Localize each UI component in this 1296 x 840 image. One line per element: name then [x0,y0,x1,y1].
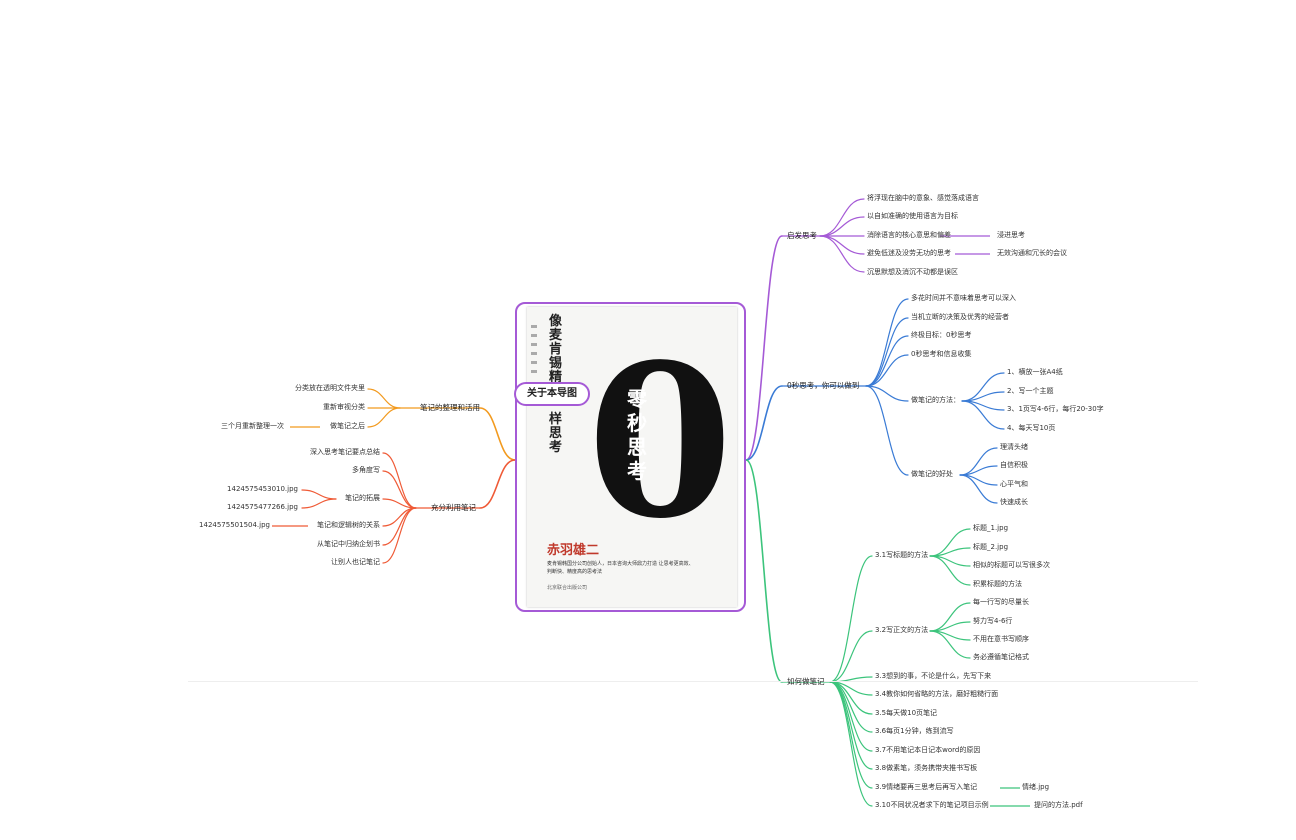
topic-fulluse-2[interactable]: 多角度写 [352,466,380,474]
connector-36 [829,681,873,807]
body-method-4[interactable]: 务必遵循笔记格式 [973,653,1029,661]
topic-fulluse-3[interactable]: 笔记的拓展 [345,494,380,502]
topic-zero[interactable]: 0秒思考，你可以做到 [787,381,860,390]
topic-qifa-1[interactable]: 将浮现在脑中的意象、感觉落成语言 [867,194,979,202]
expand-attachment-2[interactable]: 1424575477266.jpg [227,503,298,511]
topic-fulluse-6[interactable]: 让别人也记笔记 [331,558,380,566]
topic-organize-1[interactable]: 分类放在透明文件夹里 [295,384,365,392]
connector-16 [865,354,909,387]
topic-qifa-4-sub[interactable]: 无效沟通和冗长的会议 [997,249,1067,257]
expand-attachment-1[interactable]: 1424575453010.jpg [227,485,298,493]
connector-22 [961,400,1005,430]
connector-40 [929,555,971,586]
cover-publisher: 北京联合出版公司 [547,585,588,591]
method-1[interactable]: 1、横放一张A4纸 [1007,368,1063,376]
cover-author: 赤羽雄二 [547,543,600,558]
topic-zero-3[interactable]: 终极目标：0秒思考 [911,331,972,339]
body-method-1[interactable]: 每一行写的尽量长 [973,598,1029,606]
body-method-3[interactable]: 不用在意书写顺序 [973,635,1029,643]
connector-13 [865,298,909,387]
connector-9 [819,235,865,255]
title-method-1[interactable]: 标题_1.jpg [973,524,1009,532]
connector-17 [865,385,909,402]
topic-organize[interactable]: 笔记的整理和活用 [420,403,480,412]
connector-62 [301,498,337,509]
topic-qifa-3-sub[interactable]: 浸进思考 [997,231,1025,239]
connector-1 [745,385,783,461]
method-2[interactable]: 2、写一个主题 [1007,387,1054,395]
title-method-4[interactable]: 积累标题的方法 [973,580,1022,588]
book-cover-image: 像麦肯锡精英一样思考 0 零秒思考 赤羽雄二 麦肯锡韩国分公司创始人，日本咨询大… [527,307,737,607]
center-topic-label[interactable]: 关于本导图 [514,382,590,406]
topic-zero-1[interactable]: 多花时间并不意味着思考可以深入 [911,294,1016,302]
cover-blurb: 麦肯锡韩国分公司创始人，日本咨询大师鼎力打造 让思考更高效、判断快、精度高的思考… [547,561,694,575]
benefit-4[interactable]: 快速成长 [1000,498,1028,506]
connector-56 [382,470,417,509]
topic-qifa-2[interactable]: 以自如准确的使用语言为目标 [867,212,958,220]
topic-howto-4[interactable]: 3.4教你如何省略的方法，磨好粗糙行面 [875,690,999,698]
connector-59 [382,507,417,546]
topic-fulluse-1[interactable]: 深入思考笔记要点总结 [310,448,380,456]
connector-7 [819,216,865,237]
topic-organize-3[interactable]: 做笔记之后 [330,422,365,430]
cover-side-marks [531,319,541,519]
cover-title: 零秒思考 [627,387,647,483]
connector-27 [829,555,873,683]
topic-howto-2[interactable]: 3.2写正文的方法 [875,626,929,634]
benefit-1[interactable]: 理清头绪 [1000,443,1028,451]
example-attachment[interactable]: 提问的方法.pdf [1034,801,1083,809]
topic-howto-1[interactable]: 3.1写标题的方法 [875,551,929,559]
topic-howto-3[interactable]: 3.3想到的事，不论是什么，先写下来 [875,672,992,680]
connector-10 [819,235,865,273]
topic-organize-2[interactable]: 重新审视分类 [323,403,365,411]
topic-qifa-3[interactable]: 消除语言的核心意思和偏差 [867,231,951,239]
method-4[interactable]: 4、每天写10页 [1007,424,1056,432]
cover-big-zero: 0 [587,318,734,565]
topic-zero-6[interactable]: 做笔记的好处 [911,470,953,478]
connector-28 [829,630,873,683]
benefit-3[interactable]: 心平气和 [1000,480,1028,488]
connector-26 [959,474,998,504]
connector-18 [865,385,909,476]
connector-48 [479,459,516,509]
method-3[interactable]: 3、1页写4-6行，每行20-30字 [1007,405,1104,413]
connector-44 [929,630,971,659]
connector-0 [745,235,783,461]
body-method-2[interactable]: 努力写4-6行 [973,617,1013,625]
connector-47 [479,407,516,461]
topic-organize-after[interactable]: 三个月重新整理一次 [221,422,284,430]
topic-howto-8[interactable]: 3.8做素笔，须务携带夹推书写板 [875,764,978,772]
topic-howto-5[interactable]: 3.5每天做10页笔记 [875,709,938,717]
title-method-2[interactable]: 标题_2.jpg [973,543,1009,551]
connector-51 [367,388,401,409]
connector-53 [367,407,401,428]
topic-qifa-5[interactable]: 沉思默想及消沉不动都是误区 [867,268,958,276]
connector-60 [382,507,417,564]
topic-fulluse[interactable]: 充分利用笔记 [431,503,476,512]
topic-howto-6[interactable]: 3.6每页1分钟，练到流写 [875,727,954,735]
topic-fulluse-4[interactable]: 笔记和逻辑树的关系 [317,521,380,529]
topic-zero-5[interactable]: 做笔记的方法： [911,396,960,404]
topic-zero-2[interactable]: 当机立断的决策及优秀的经营者 [911,313,1009,321]
topic-howto-7[interactable]: 3.7不用笔记本日记本word的原因 [875,746,981,754]
topic-howto-9[interactable]: 3.9情绪要再三思考后再写入笔记 [875,783,978,791]
divider-line [188,681,1198,682]
connector-2 [745,459,783,683]
topic-qifa-4[interactable]: 避免低迷及没劳无功的思考 [867,249,951,257]
topic-qifa[interactable]: 启发思考 [787,231,817,240]
title-method-3[interactable]: 相似的标题可以写很多次 [973,561,1050,569]
connector-14 [865,317,909,387]
topic-howto[interactable]: 如何做笔记 [787,677,825,686]
emotion-attachment[interactable]: 情绪.jpg [1022,783,1050,791]
logic-attachment[interactable]: 1424575501504.jpg [199,521,270,529]
benefit-2[interactable]: 自信积极 [1000,461,1028,469]
topic-fulluse-5[interactable]: 从笔记中归纳企划书 [317,540,380,548]
topic-zero-4[interactable]: 0秒思考和信息收集 [911,350,972,358]
topic-howto-10[interactable]: 3.10不同状况者求下的笔记项目示例 [875,801,989,809]
